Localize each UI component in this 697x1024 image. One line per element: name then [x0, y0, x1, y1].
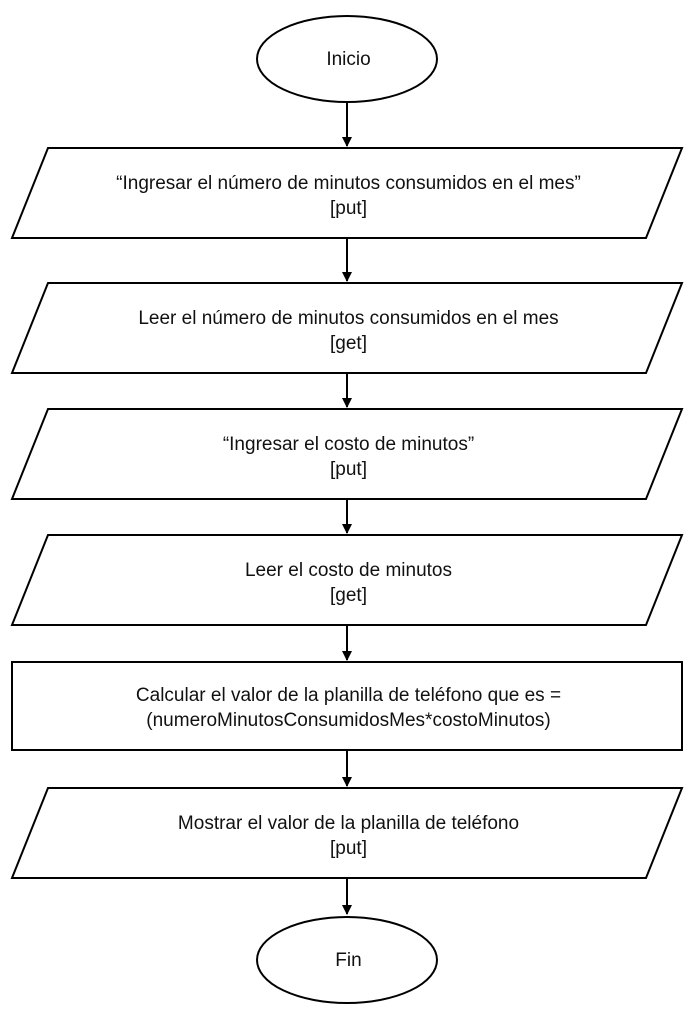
step4-io-shape [10, 534, 684, 626]
end-terminal-label: Fin [335, 950, 362, 971]
step1-io-tag: [put] [330, 198, 367, 219]
step3-io-tag: [put] [330, 459, 367, 480]
step6-io-shape [10, 787, 684, 879]
step5-formula: (numeroMinutosConsumidosMes*costoMinutos… [146, 710, 551, 731]
step3-io-shape [10, 408, 684, 500]
step6-io-tag: [put] [330, 838, 367, 859]
step2-io-shape [10, 282, 684, 374]
end-terminal-shape [256, 916, 438, 1004]
step6-text: Mostrar el valor de la planilla de teléf… [177, 813, 520, 834]
step4-io-tag: [get] [330, 585, 367, 606]
step2-text: Leer el número de minutos consumidos en … [138, 308, 559, 329]
step5-text: Calcular el valor de la planilla de telé… [135, 685, 562, 706]
step5-process-shape [11, 661, 683, 751]
step1-text: “Ingresar el número de minutos consumido… [116, 173, 581, 194]
start-terminal-label: Inicio [326, 49, 371, 70]
step3-text: “Ingresar el costo de minutos” [222, 434, 475, 455]
step2-io-tag: [get] [330, 333, 367, 354]
step1-io-shape [10, 147, 684, 239]
step4-text: Leer el costo de minutos [244, 560, 452, 581]
